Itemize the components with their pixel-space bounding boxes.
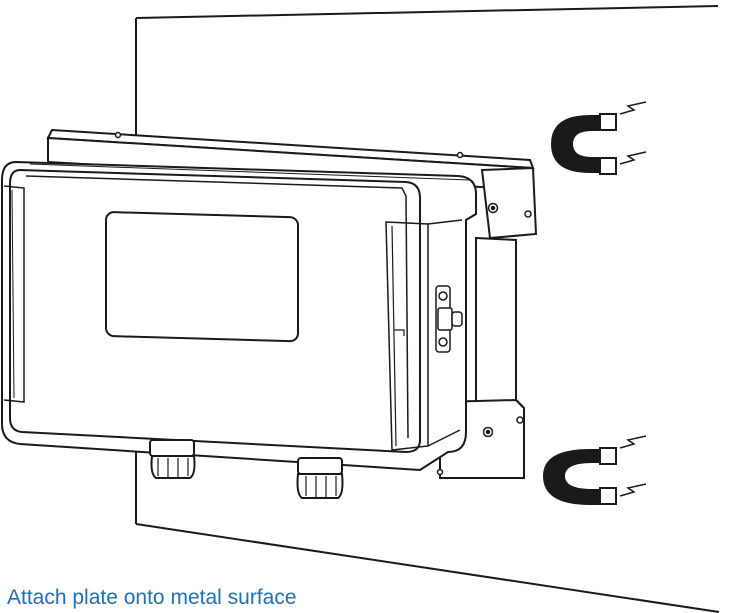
plate-screws xyxy=(114,131,532,476)
display-window xyxy=(105,211,299,343)
magnet-icon-top xyxy=(550,101,647,175)
caption-text: Attach plate onto metal surface xyxy=(7,586,297,609)
side-bolts xyxy=(435,285,463,353)
cable-gland-right xyxy=(296,457,344,499)
magnet-icon-bottom xyxy=(542,435,647,505)
cable-gland-left xyxy=(149,439,196,479)
